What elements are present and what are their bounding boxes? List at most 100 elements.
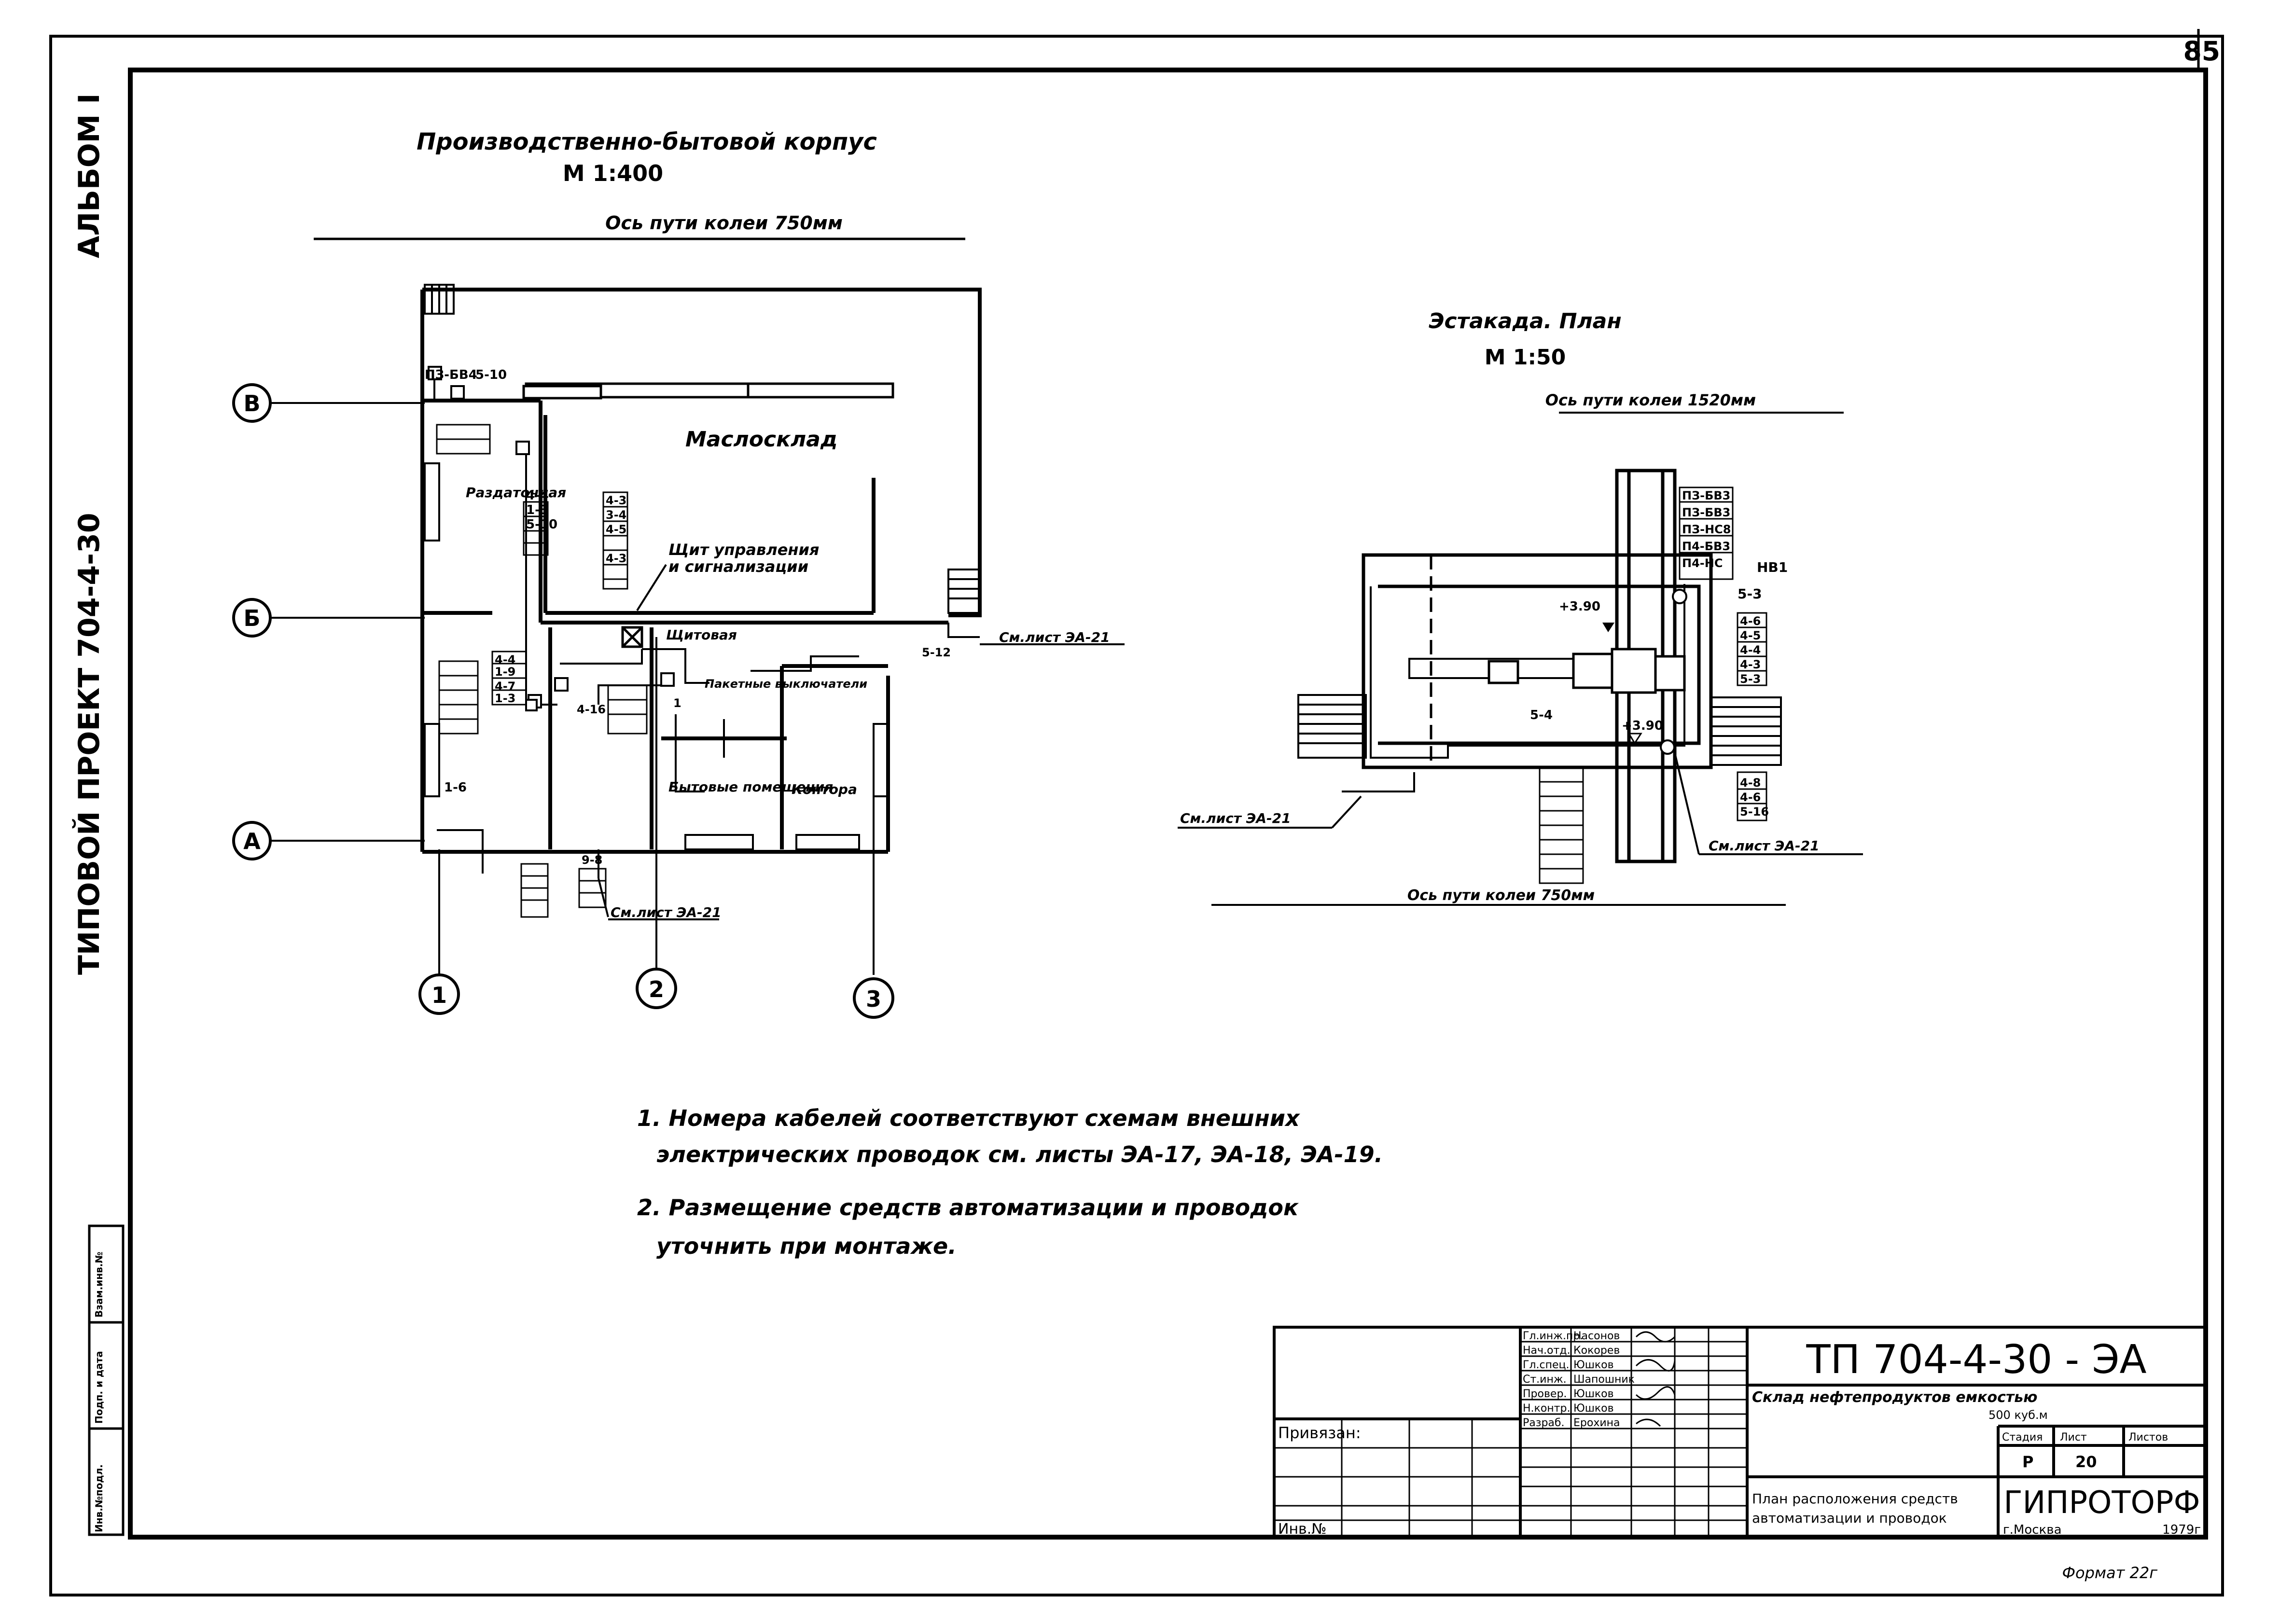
sheet-title-1: План расположения средств [1752,1491,1958,1507]
cable-tag: 4-3 [606,494,626,507]
sheets-header: Листов [2128,1431,2168,1444]
level-mark-top: +3.90 [1559,599,1600,614]
cable-tag: 4-6 [1740,614,1761,628]
cable-tag: 1-6 [444,780,467,795]
level-arrow [1627,733,1642,745]
cable-tag: 9-8 [582,853,602,867]
cable-tag: ПЗ-БВ4 [425,368,477,382]
axis-bubble-row [232,383,272,423]
tb-role: Провер. [1523,1388,1567,1400]
right-track-axis-bottom: Ось пути колеи 750мм [1407,887,1595,904]
cable-tag: 3-4 [606,508,626,522]
axis-row-label: А [243,828,261,854]
panel-label-1: Щит управления [668,541,819,559]
cable-tag: 4-4 [1740,643,1761,657]
cable-tag: НВ1 [1757,559,1788,575]
title-block-frame [1273,1326,2207,1539]
format-label: Формат 22г [2062,1564,2157,1582]
axis-bubble-col [636,968,677,1009]
cable-tag: 5-4 [1530,708,1553,722]
rail-hatch-right [1710,696,1782,766]
rail-hatch-left [1297,694,1367,759]
note-line: 1. Номера кабелей соответствуют схемам в… [637,1105,1300,1131]
room-label-switchroom: Щитовая [666,627,737,643]
stage-value: Р [2022,1453,2033,1471]
outer-border [49,35,2224,1596]
note-line: 2. Размещение средств автоматизации и пр… [637,1194,1299,1221]
cable-tag: 4-8 [1740,776,1761,790]
ref-sheet-label: См.лист ЭА-21 [999,629,1110,645]
cable-tag: П4-БВ3 [1682,540,1730,553]
cable-tag: 4-7 [495,680,515,693]
cable-tag: 4-6 [1740,791,1761,804]
axis-bubble-col [418,973,460,1015]
signatures [1635,1331,1676,1427]
margin-cell: Взам.инв.№ [93,1251,105,1318]
sheet-number: 85 [2183,36,2220,67]
tb-role: Гл.спец. [1523,1359,1569,1371]
axis-col-label: 1 [431,982,447,1008]
cable-tag: 5-3 [1740,672,1761,686]
left-track-axis-label: Ось пути колеи 750мм [605,212,843,234]
platform-outline [1362,553,1713,769]
cable-tag: 1-3 [526,503,549,517]
room-label-dispensing: Раздаточная [466,485,566,500]
tb-name: Насонов [1573,1330,1620,1342]
note-line: электрических проводок см. листы ЭА-17, … [656,1141,1383,1167]
stair-hatch-top [424,284,455,315]
org-city: г.Москва [2003,1523,2062,1537]
sheet-header: Лист [2060,1431,2087,1444]
designation: ТП 704-4-30 - ЭА [1806,1337,2146,1383]
cable-tag: 4-4 [495,653,515,666]
tb-name: Юшков [1573,1402,1614,1415]
title-block-grid [1274,1327,1747,1537]
margin-cell: Инв.№подл. [93,1464,105,1532]
org-year: 1979г [2162,1523,2201,1537]
side-album: АЛЬБОМ I [72,93,106,258]
cable-tag: ПЗ-НС8 [1682,523,1731,536]
panel-label-2: и сигнализации [668,557,808,576]
cable-tag: 1 [673,696,681,710]
ref-sheet-right: См.лист ЭА-21 [1709,838,1820,854]
cable-tag: 5-10 [475,368,507,382]
tb-name: Шапошник [1573,1374,1635,1386]
axis-bubble-row [232,821,272,861]
cabinet-label: Пакетные выключатели [705,677,867,691]
cable-tag: П4-НС [1682,556,1723,570]
tb-name: Юшков [1573,1388,1614,1400]
sheet-title-2: автоматизации и проводок [1752,1510,1947,1526]
ref-sheet-left: См.лист ЭА-21 [1180,810,1291,826]
cable-tag: 4-3 [1740,658,1761,671]
cable-tag-table [1539,486,1767,884]
stage-header: Стадия [2002,1431,2043,1444]
windows [424,462,889,850]
tb-role: Гл.инж.пр. [1523,1330,1583,1342]
cable-tag: 4-4 [526,488,549,503]
axis-bubble-row [232,598,272,638]
tb-role: Нач.отд. [1523,1345,1571,1357]
cable-tag: 5-3 [1738,586,1762,602]
cable-tag: 4-3 [606,552,626,565]
side-project: ТИПОВОЙ ПРОЕКТ 704-4-30 [72,513,106,975]
cable-tag: 1-9 [495,665,515,679]
cable-tag: 4-5 [1740,629,1761,642]
tb-role: Ст.инж. [1523,1374,1567,1386]
stair-hatch-right [947,569,981,614]
object-capacity: 500 куб.м [1988,1408,2048,1422]
cable-tag: ПЗ-БВ3 [1682,506,1730,519]
cable-tag: 4-5 [606,523,626,536]
room-label-office: Контора [792,781,857,797]
left-plan-scale: М 1:400 [563,160,663,186]
cable-tag-table [436,424,648,918]
right-track-axis-top: Ось пути колеи 1520мм [1545,391,1756,409]
tb-name: Кокорев [1573,1345,1620,1357]
note-line: уточнить при монтаже. [656,1233,957,1259]
room-label-oil-store: Маслосклад [685,427,837,452]
level-mark-mid: +3.90 [1622,719,1663,733]
cable-tag: 1-3 [495,692,515,705]
tb-role: Н.контр. [1523,1402,1570,1415]
right-plan-title: Эстакада. План [1429,309,1622,333]
margin-cell: Подп. и дата [93,1351,105,1424]
pump-equipment [1488,648,1686,694]
